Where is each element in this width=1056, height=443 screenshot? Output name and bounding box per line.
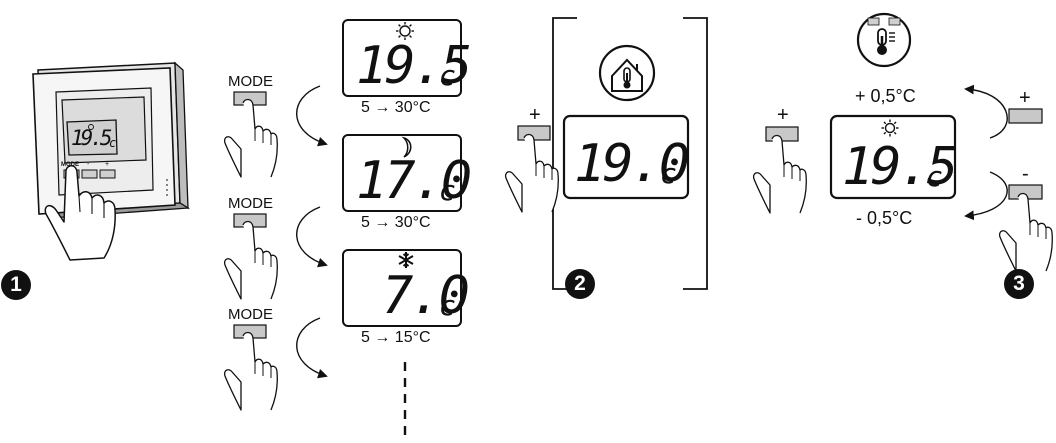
cycle-arrow-2 xyxy=(296,206,328,268)
device-minus-label: - xyxy=(87,161,90,168)
pressing-hand-icon xyxy=(223,98,278,178)
mode-display-3-range: 5 → 15°C xyxy=(361,329,431,346)
minus-step-label: - 0,5°C xyxy=(856,208,913,228)
plus-side-button xyxy=(1008,108,1043,124)
mode-display-1-range: 5 → 30°C xyxy=(361,99,431,116)
cycle-arrow-3 xyxy=(296,317,328,379)
mode-label-3: MODE xyxy=(228,306,273,323)
moon-icon xyxy=(401,136,412,158)
house-thermometer-icon xyxy=(598,44,656,102)
ambient-temp: 19.0 xyxy=(574,134,690,194)
pressing-hand-icon xyxy=(223,331,278,411)
thermostat-device xyxy=(32,61,191,261)
plus-label-step2: + xyxy=(529,104,541,126)
mode-display-3-unit: c xyxy=(439,289,456,322)
mode-label-1: MODE xyxy=(228,73,273,90)
mode-label-2: MODE xyxy=(228,195,273,212)
cycle-arrow-1 xyxy=(296,85,328,147)
snowflake-icon xyxy=(398,252,414,268)
pressing-hand-icon xyxy=(998,192,1053,272)
step-1-badge: 1 xyxy=(1,270,31,300)
mode-display-3-temp: 7.0 xyxy=(382,266,470,326)
adjust-view-group xyxy=(829,12,1043,221)
sun-icon xyxy=(881,119,899,137)
ambient-unit: c xyxy=(660,157,677,190)
step-2-badge: 2 xyxy=(565,269,595,299)
adjust-temp: 19.5 xyxy=(842,137,958,197)
device-mode-label: MODE xyxy=(61,162,79,168)
mode-presses xyxy=(233,85,407,440)
pressing-hand-icon xyxy=(504,133,559,213)
device-lcd-temp: 19.5 xyxy=(71,126,113,150)
device-plus-label: + xyxy=(105,161,110,168)
step-3-badge: 3 xyxy=(1004,269,1034,299)
decrease-arrow xyxy=(964,171,1008,221)
sun-icon xyxy=(396,22,414,40)
adjust-unit: c xyxy=(926,160,943,193)
mode-display-1-temp: 19.5 xyxy=(356,36,472,96)
mode-display-1-unit: c xyxy=(439,59,456,92)
device-plus-button xyxy=(99,169,116,179)
plus-side-label: + xyxy=(1019,87,1031,109)
pressing-hand-icon xyxy=(223,220,278,300)
minus-side-label: - xyxy=(1022,163,1029,185)
device-minus-button xyxy=(81,169,98,179)
mode-display-2-unit: c xyxy=(439,174,456,207)
increase-arrow xyxy=(964,84,1008,139)
pressing-hand-icon xyxy=(752,134,807,214)
thermometer-adjust-icon xyxy=(856,12,912,68)
mode-display-2-temp: 17.0 xyxy=(356,151,472,211)
right-bracket xyxy=(683,17,708,290)
pressing-hand-icon xyxy=(44,165,116,261)
device-lcd-unit: c xyxy=(109,136,117,150)
pressing-hands xyxy=(223,98,1053,411)
plus-label-step3: + xyxy=(777,104,789,126)
plus-step-label: + 0,5°C xyxy=(855,86,916,106)
mode-display-2-range: 5 → 30°C xyxy=(361,214,431,231)
mode-lcd-frames xyxy=(342,19,462,327)
